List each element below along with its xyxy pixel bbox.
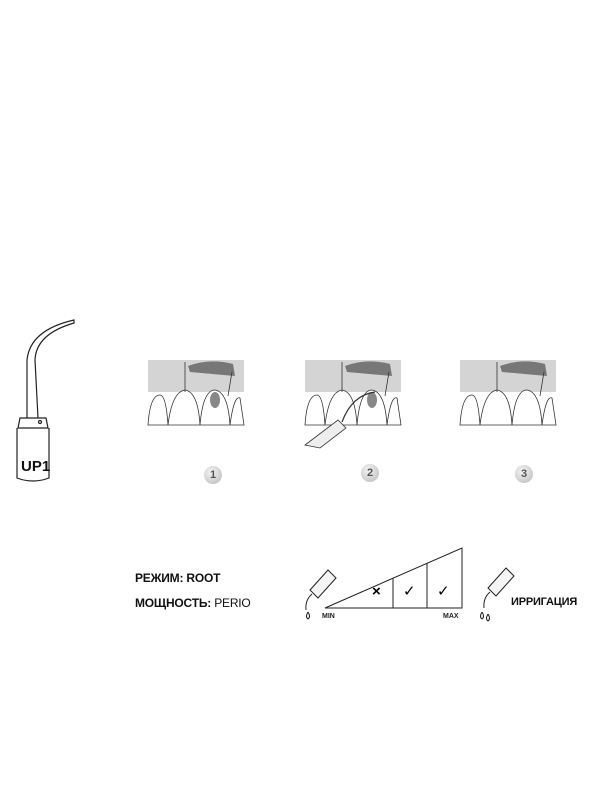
power-setting: МОЩНОСТЬ: PERIO [135,596,251,610]
step-1-illustration [147,360,245,426]
step-3-illustration [459,360,557,426]
level-3-mark: ✓ [437,583,450,600]
tip-model-label: UP1 [21,458,51,475]
step-2-illustration [304,360,402,449]
mode-value: ROOT [186,571,221,585]
mode-setting: РЕЖИМ: ROOT [135,571,220,585]
step-number-2: 2 [361,464,379,482]
power-label: МОЩНОСТЬ: [135,596,212,610]
level-2-mark: ✓ [403,583,416,600]
level-1-mark: × [372,583,381,600]
irrigation-label: ИРРИГАЦИЯ [511,596,578,608]
power-value: PERIO [214,596,251,610]
step-number-3: 3 [515,465,533,483]
mode-label: РЕЖИМ: [135,571,184,585]
handpiece-low-icon [305,569,337,620]
handpiece-irrigation-icon [480,567,515,622]
scaler-tip-illustration [16,319,75,482]
min-label: MIN [322,613,335,620]
power-scale-chart [324,547,463,609]
max-label: MAX [443,613,459,620]
step-number-1: 1 [204,466,222,484]
